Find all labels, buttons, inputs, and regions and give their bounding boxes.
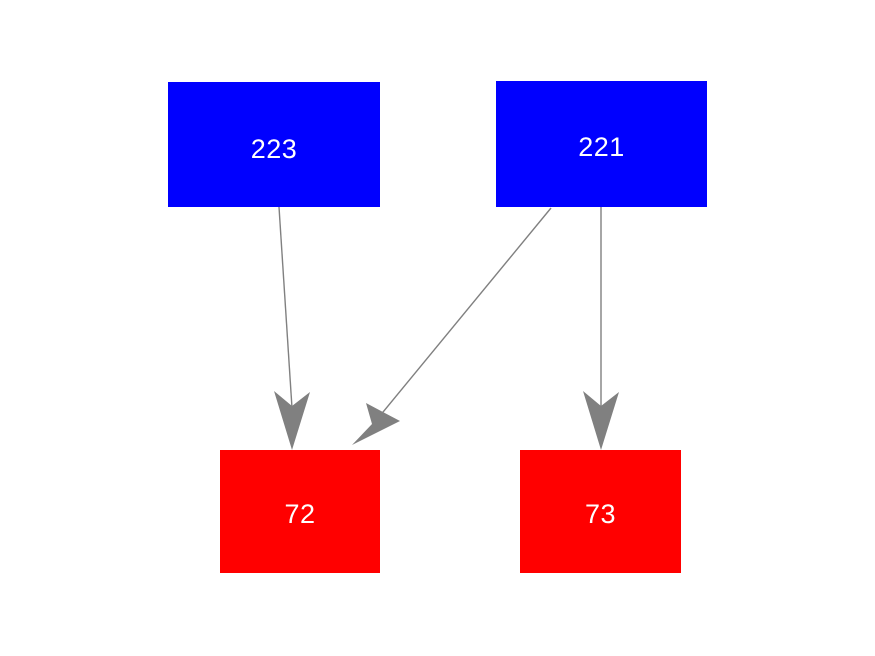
arrowhead xyxy=(583,391,619,450)
node-72[interactable]: 72 xyxy=(220,450,380,573)
node-223[interactable]: 223 xyxy=(168,82,380,207)
edge-223-to-72 xyxy=(274,206,310,450)
node-73[interactable]: 73 xyxy=(520,450,681,573)
node-label: 221 xyxy=(578,131,625,162)
arrowhead xyxy=(352,403,400,445)
arrowhead xyxy=(274,391,310,450)
node-label: 223 xyxy=(250,134,298,164)
node-221[interactable]: 221 xyxy=(496,81,707,207)
edge-line xyxy=(278,206,293,409)
edge-line xyxy=(373,207,552,424)
node-label: 73 xyxy=(584,499,617,529)
node-label: 72 xyxy=(284,499,316,529)
edge-221-to-73 xyxy=(583,207,619,450)
edge-221-to-72 xyxy=(352,207,552,445)
